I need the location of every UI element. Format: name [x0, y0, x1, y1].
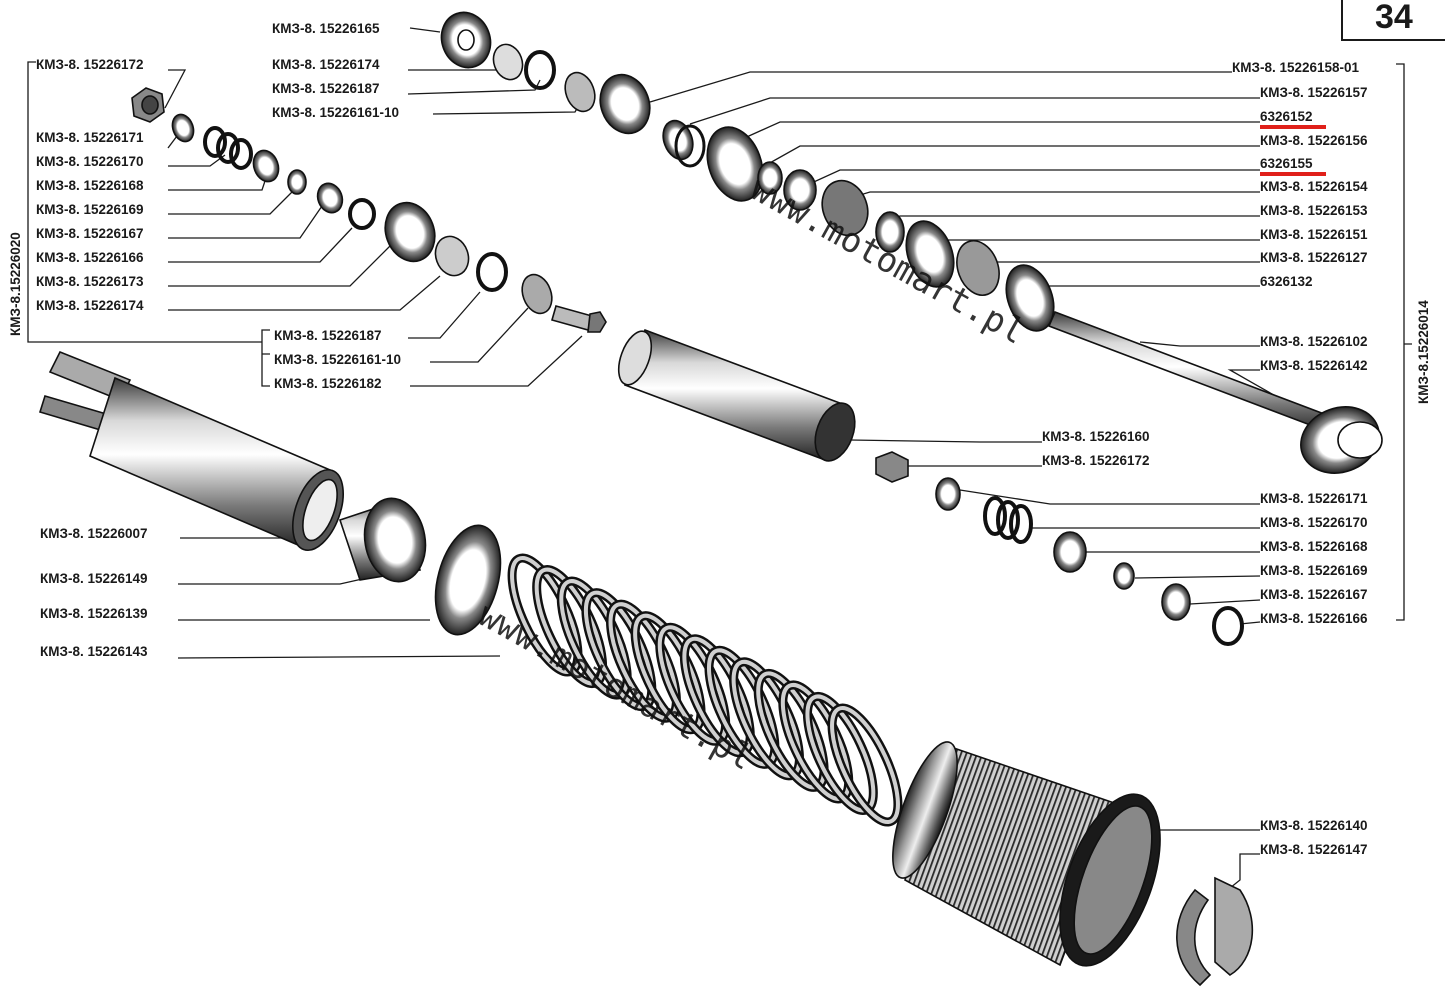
washer-lr: [1113, 562, 1135, 590]
label-lower-right-3: КМЗ-8. 15226168: [1260, 539, 1368, 554]
leader-lines: [164, 27, 1301, 889]
label-top-center-1: КМЗ-8. 15226165: [272, 21, 380, 36]
parts-artwork: [38, 11, 1383, 987]
page-number: 34: [1375, 0, 1413, 36]
label-lower-left-2: КМЗ-8. 15226149: [40, 571, 148, 586]
plug-screw-left: [131, 87, 165, 123]
spring-washer-lr: [1212, 606, 1244, 646]
label-lower-right-2: КМЗ-8. 15226170: [1260, 515, 1368, 530]
highlight-underline-6326152: [1260, 125, 1326, 129]
part-153: [875, 211, 905, 253]
label-left-4: КМЗ-8. 15226168: [36, 178, 144, 193]
label-center-1: КМЗ-8. 15226160: [1042, 429, 1150, 444]
part-127: [956, 240, 1000, 296]
label-right-3: 6326152: [1260, 109, 1313, 124]
spring-cup: [338, 497, 427, 583]
spring-lr: [983, 496, 1033, 544]
label-right-6: КМЗ-8. 15226154: [1260, 179, 1368, 194]
label-right-12: КМЗ-8. 15226142: [1260, 358, 1368, 373]
label-left-9: КМЗ-8. 15226174: [36, 298, 144, 313]
spring-washer-left: [348, 198, 376, 230]
label-right-11: КМЗ-8. 15226102: [1260, 334, 1368, 349]
washer-left: [287, 169, 307, 195]
label-left-2: КМЗ-8. 15226171: [36, 130, 144, 145]
label-bottom-right-2: КМЗ-8. 15226147: [1260, 842, 1368, 857]
outer-cylinder: [89, 376, 344, 551]
circlip-left: [476, 252, 508, 292]
page-number-box: 34: [1341, 0, 1445, 41]
label-right-1: КМЗ-8. 15226158-01: [1232, 60, 1360, 75]
flange-washer: [564, 71, 596, 113]
bearing-155: [783, 169, 817, 211]
label-lower-right-6: КМЗ-8. 15226166: [1260, 611, 1368, 626]
flange-left: [521, 273, 553, 315]
label-top-center-2: КМЗ-8. 15226174: [272, 57, 380, 72]
bearing-left: [384, 201, 436, 263]
gasket-lr: [935, 477, 961, 511]
label-top-center-4: КМЗ-8. 15226161-10: [272, 105, 399, 120]
group-label-right: КМЗ-8.15226014: [1416, 300, 1431, 404]
washer-lr-2: [1161, 583, 1191, 621]
bearing-top: [440, 11, 492, 69]
spring-clip: [524, 50, 556, 90]
label-left-5: КМЗ-8. 15226169: [36, 202, 144, 217]
bolt: [551, 305, 607, 333]
washer-left-2: [316, 182, 344, 214]
lock-washer: [492, 43, 524, 81]
spring-left: [203, 126, 253, 170]
ball-bearing-upper: [599, 73, 651, 135]
bearing-132: [1005, 264, 1055, 332]
part-151: [905, 220, 955, 288]
gasket-left: [171, 113, 195, 143]
spring-seat-ring: [434, 524, 502, 636]
part-labels: КМЗ-8. 15226165 КМЗ-8. 15226174 КМЗ-8. 1…: [36, 21, 1368, 857]
label-top-center-3: КМЗ-8. 15226187: [272, 81, 380, 96]
right-group-bracket: КМЗ-8.15226014: [1396, 63, 1431, 621]
label-left-8: КМЗ-8. 15226173: [36, 274, 144, 289]
main-spring: [507, 553, 903, 827]
left-group-bracket: КМЗ-8.15226020: [8, 61, 270, 387]
label-left-6: КМЗ-8. 15226167: [36, 226, 144, 241]
center-tube: [617, 328, 856, 462]
seal-left: [252, 149, 280, 183]
highlight-underline-6326155: [1260, 172, 1326, 176]
label-lower-right-5: КМЗ-8. 15226167: [1260, 587, 1368, 602]
label-right-5: 6326155: [1260, 156, 1313, 171]
label-right-2: КМЗ-8. 15226157: [1260, 85, 1368, 100]
part-154: [821, 179, 869, 237]
label-bottom-right-1: КМЗ-8. 15226140: [1260, 818, 1368, 833]
label-center-2: КМЗ-8. 15226172: [1042, 453, 1150, 468]
label-mid-1: КМЗ-8. 15226187: [274, 328, 382, 343]
label-lower-left-3: КМЗ-8. 15226139: [40, 606, 148, 621]
label-right-7: КМЗ-8. 15226153: [1260, 203, 1368, 218]
label-lower-right-4: КМЗ-8. 15226169: [1260, 563, 1368, 578]
ring-152: [706, 126, 764, 202]
label-left-7: КМЗ-8. 15226166: [36, 250, 144, 265]
label-mid-3: КМЗ-8. 15226182: [274, 376, 382, 391]
group-label-left: КМЗ-8.15226020: [8, 232, 23, 336]
label-right-9: КМЗ-8. 15226127: [1260, 250, 1368, 265]
lock-washer-left: [434, 235, 470, 277]
label-right-10: 6326132: [1260, 274, 1313, 289]
label-right-4: КМЗ-8. 15226156: [1260, 133, 1368, 148]
piston-rod: [1047, 310, 1383, 474]
label-lower-right-1: КМЗ-8. 15226171: [1260, 491, 1368, 506]
label-left-3: КМЗ-8. 15226170: [36, 154, 144, 169]
label-left-1: КМЗ-8. 15226172: [36, 57, 144, 72]
label-lower-left-4: КМЗ-8. 15226143: [40, 644, 148, 659]
spring-coil: [830, 706, 900, 824]
ribbed-cover: [892, 741, 1161, 967]
ring-156: [757, 161, 783, 195]
label-right-8: КМЗ-8. 15226151: [1260, 227, 1368, 242]
split-collets: [1176, 876, 1254, 987]
label-mid-2: КМЗ-8. 15226161-10: [274, 352, 401, 367]
seal-lr: [1053, 531, 1087, 573]
label-lower-left-1: КМЗ-8. 15226007: [40, 526, 148, 541]
plug-center: [875, 451, 909, 483]
